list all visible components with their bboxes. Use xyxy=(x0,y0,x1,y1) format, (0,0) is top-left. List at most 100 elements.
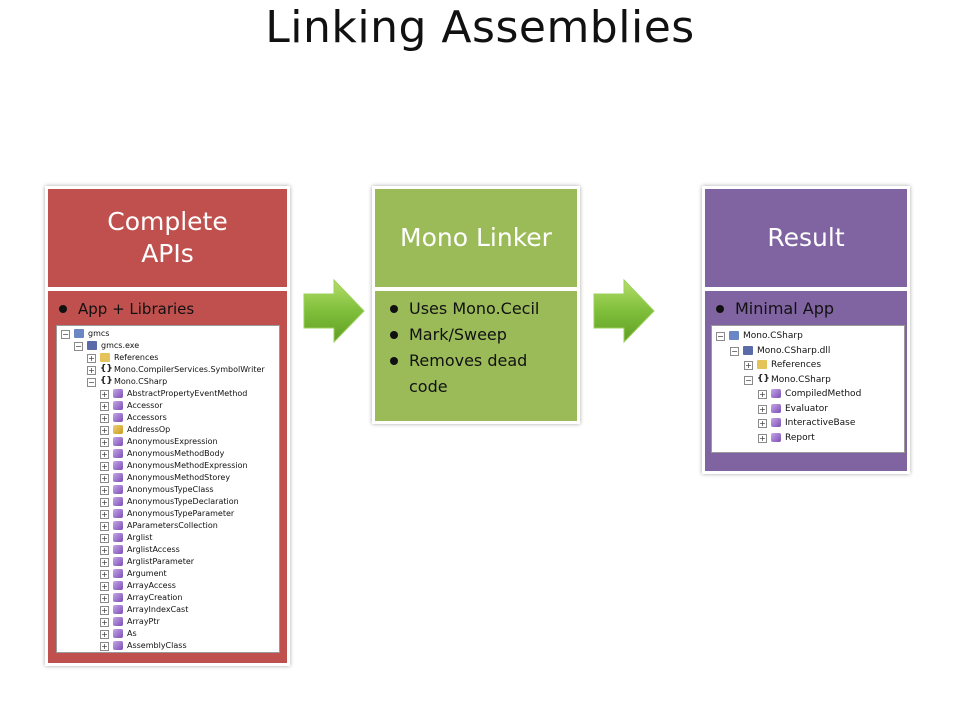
tree-node[interactable]: + AssemblyClass xyxy=(57,640,279,652)
expand-icon[interactable]: + xyxy=(100,522,109,531)
expand-icon[interactable]: + xyxy=(758,419,767,428)
collapse-icon[interactable]: − xyxy=(716,332,725,341)
tree-node[interactable]: −gmcs.exe xyxy=(57,340,279,352)
class-icon xyxy=(771,389,781,398)
tree-node[interactable]: +AddressOp xyxy=(57,424,279,436)
tree-node-label: gmcs xyxy=(88,329,110,338)
complete-apis-tree-view[interactable]: −gmcs−gmcs.exe+References+{}Mono.Compile… xyxy=(56,325,280,653)
tree-node[interactable]: +ArrayAccess xyxy=(57,580,279,592)
expand-icon[interactable]: + xyxy=(100,534,109,543)
tree-node[interactable]: −{}Mono.CSharp xyxy=(712,373,904,388)
tree-node[interactable]: +ArrayIndexCast xyxy=(57,604,279,616)
tree-node[interactable]: +AParametersCollection xyxy=(57,520,279,532)
expand-icon[interactable]: + xyxy=(758,390,767,399)
tree-node-label: Mono.CompilerServices.SymbolWriter xyxy=(114,365,265,374)
expand-icon[interactable]: + xyxy=(100,570,109,579)
tree-node[interactable]: + AnonymousMethodExpression xyxy=(57,460,279,472)
result-tree-view[interactable]: −Mono.CSharp−Mono.CSharp.dll+References−… xyxy=(711,325,905,453)
expand-icon[interactable]: + xyxy=(100,426,109,435)
tree-node[interactable]: + As xyxy=(57,628,279,640)
class-icon xyxy=(113,461,123,470)
expand-icon[interactable]: + xyxy=(100,414,109,423)
tree-node[interactable]: +CompiledMethod xyxy=(712,387,904,402)
expand-icon[interactable]: + xyxy=(100,558,109,567)
tree-node[interactable]: − gmcs xyxy=(57,328,279,340)
tree-node[interactable]: +ArglistAccess xyxy=(57,544,279,556)
class-icon xyxy=(113,473,123,482)
tree-node[interactable]: +References xyxy=(57,352,279,364)
tree-node[interactable]: + AnonymousMethodStorey xyxy=(57,472,279,484)
tree-node-label: AnonymousMethodStorey xyxy=(127,473,231,482)
tree-node[interactable]: + InteractiveBase xyxy=(712,416,904,431)
tree-node[interactable]: +Argument xyxy=(57,568,279,580)
folder-icon xyxy=(100,353,110,362)
bullet-item: Mark/Sweep xyxy=(383,322,573,348)
expand-icon[interactable]: + xyxy=(100,642,109,651)
expand-icon[interactable]: + xyxy=(100,510,109,519)
tree-node-label: AbstractPropertyEventMethod xyxy=(127,389,248,398)
tree-node[interactable]: −Mono.CSharp xyxy=(712,329,904,344)
class-icon xyxy=(113,437,123,446)
expand-icon[interactable]: + xyxy=(100,462,109,471)
expand-icon[interactable]: + xyxy=(87,366,96,375)
class-icon xyxy=(113,629,123,638)
tree-node-label: AnonymousMethodExpression xyxy=(127,461,248,470)
tree-node[interactable]: + AbstractPropertyEventMethod xyxy=(57,388,279,400)
expand-icon[interactable]: + xyxy=(100,474,109,483)
tree-node-label: As xyxy=(127,629,137,638)
expand-icon[interactable]: + xyxy=(758,433,767,443)
result-bullets: Minimal App xyxy=(709,296,904,322)
tree-node[interactable]: + Report xyxy=(712,431,904,446)
bullet-item: Uses Mono.Cecil xyxy=(383,296,573,322)
tree-node[interactable]: +Accessor xyxy=(57,400,279,412)
expand-icon[interactable]: + xyxy=(100,390,109,399)
assembly-icon xyxy=(743,345,753,355)
tree-node[interactable]: −Mono.CSharp.dll xyxy=(712,344,904,359)
expand-icon[interactable]: + xyxy=(758,404,767,414)
expand-icon[interactable]: + xyxy=(100,618,109,627)
tree-node[interactable]: +AnonymousTypeParameter xyxy=(57,508,279,520)
tree-node[interactable]: +{}Mono.CompilerServices.SymbolWriter xyxy=(57,364,279,376)
class-icon xyxy=(113,449,123,458)
tree-node[interactable]: +Evaluator xyxy=(712,402,904,417)
collapse-icon[interactable]: − xyxy=(744,375,753,385)
tree-node[interactable]: +AnonymousTypeClass xyxy=(57,484,279,496)
expand-icon[interactable]: + xyxy=(100,546,109,555)
tree-node-label: AnonymousTypeDeclaration xyxy=(127,497,239,506)
tree-node-label: InteractiveBase xyxy=(785,418,856,428)
expand-icon[interactable]: + xyxy=(100,582,109,591)
expand-icon[interactable]: + xyxy=(100,498,109,507)
expand-icon[interactable]: + xyxy=(100,486,109,495)
tree-node-label: Report xyxy=(785,432,815,443)
expand-icon[interactable]: + xyxy=(100,606,109,615)
expand-icon[interactable]: + xyxy=(100,594,109,603)
tree-node-label: Mono.CSharp xyxy=(114,377,168,386)
tree-node[interactable]: +Arglist xyxy=(57,532,279,544)
collapse-icon[interactable]: − xyxy=(61,330,70,339)
namespace-icon: {} xyxy=(757,373,770,384)
tree-node[interactable]: +Accessors xyxy=(57,412,279,424)
expand-icon[interactable]: + xyxy=(100,630,109,639)
tree-node[interactable]: +References xyxy=(712,358,904,373)
expand-icon[interactable]: + xyxy=(100,450,109,459)
expand-icon[interactable]: + xyxy=(100,402,109,411)
collapse-icon[interactable]: − xyxy=(730,346,739,356)
tree-node-label: AnonymousMethodBody xyxy=(127,449,225,458)
collapse-icon[interactable]: − xyxy=(87,378,96,387)
tree-node[interactable]: +ArglistParameter xyxy=(57,556,279,568)
tree-node[interactable]: + AnonymousTypeDeclaration xyxy=(57,496,279,508)
tree-node[interactable]: +AnonymousExpression xyxy=(57,436,279,448)
tree-node[interactable]: +ArrayPtr xyxy=(57,616,279,628)
class-icon xyxy=(113,581,123,590)
expand-icon[interactable]: + xyxy=(744,361,753,370)
expand-icon[interactable]: + xyxy=(87,354,96,363)
expand-icon[interactable]: + xyxy=(100,438,109,447)
tree-node-label: AssemblyClass xyxy=(127,641,187,650)
collapse-icon[interactable]: − xyxy=(74,342,83,351)
slide-title: Linking Assemblies xyxy=(265,2,695,53)
class-icon xyxy=(113,605,123,614)
tree-node[interactable]: +ArrayCreation xyxy=(57,592,279,604)
tree-node[interactable]: −{}Mono.CSharp xyxy=(57,376,279,388)
tree-node[interactable]: + AnonymousMethodBody xyxy=(57,448,279,460)
